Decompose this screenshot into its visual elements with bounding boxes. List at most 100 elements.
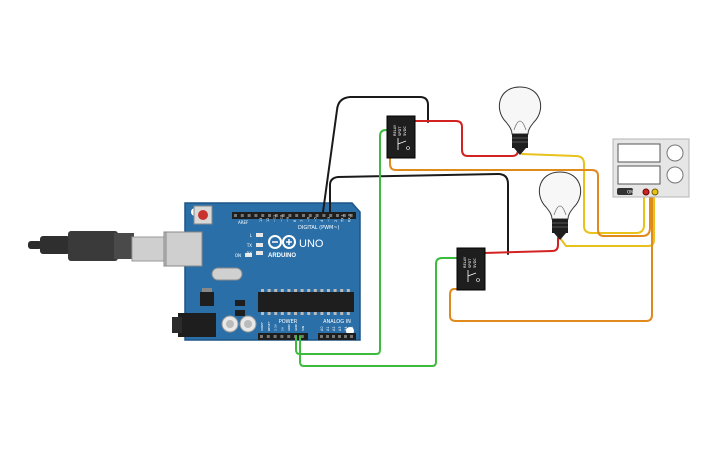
header-pin[interactable]: [268, 214, 271, 217]
chip-pin: [340, 312, 344, 315]
chip-pin: [327, 289, 330, 292]
header-pin[interactable]: [261, 214, 265, 217]
header-pin[interactable]: [315, 214, 319, 217]
digital-pin-label: RX 0: [347, 214, 351, 222]
wire-orange-relay2[interactable]: [449, 197, 653, 322]
header-pin[interactable]: [234, 214, 237, 217]
chip-pin: [261, 312, 264, 315]
header-pin[interactable]: [287, 335, 291, 338]
digital-pin-label: TX 1: [341, 214, 345, 223]
header-pin[interactable]: [240, 214, 244, 217]
chip-pin: [333, 312, 337, 315]
arduino-logo-text: ARDUINO: [268, 253, 296, 259]
psu-current-display: [617, 165, 661, 185]
wire-black-relay1[interactable]: [322, 96, 429, 213]
analog-pin-label: A3: [338, 327, 342, 331]
header-pin[interactable]: [280, 335, 284, 338]
chip-pin: [280, 289, 284, 292]
atmega-chip: [258, 292, 354, 312]
wire-red-relay2-bulb[interactable]: [483, 237, 559, 254]
label-l: L: [250, 233, 253, 238]
header-pin[interactable]: [332, 335, 335, 338]
analog-pin-label: A2: [332, 327, 336, 331]
wire-red-relay1-bulb[interactable]: [413, 120, 519, 157]
header-pin[interactable]: [260, 335, 263, 338]
header-pin[interactable]: [300, 335, 304, 338]
chip-pin: [294, 289, 297, 292]
header-pin[interactable]: [247, 214, 251, 217]
relay-label: 5VDC: [473, 257, 477, 268]
header-pin[interactable]: [274, 214, 278, 217]
chip-pin: [267, 312, 271, 315]
light-bulb-2[interactable]: [538, 171, 582, 240]
psu-current-knob[interactable]: [666, 166, 684, 184]
psu-terminal-positive[interactable]: [642, 188, 650, 196]
psu-voltage-display: [617, 143, 661, 163]
wire-orange-relay1[interactable]: [389, 157, 651, 237]
header-pin[interactable]: [338, 335, 341, 338]
chip-pin: [313, 289, 317, 292]
label-rx: RX: [246, 251, 252, 256]
header-pin[interactable]: [326, 335, 329, 338]
header-pin[interactable]: [329, 214, 333, 217]
power-pin-label: IOREF: [260, 322, 264, 331]
chip-pin: [300, 312, 304, 315]
power-label: POWER: [279, 319, 298, 325]
relay-label: RELAY: [463, 256, 467, 268]
header-pin[interactable]: [349, 214, 353, 217]
power-jack[interactable]: [178, 313, 216, 337]
chip-pin: [313, 312, 317, 315]
chip-pin: [287, 312, 291, 315]
digital-header[interactable]: [232, 212, 356, 219]
chip-pin: [346, 289, 350, 292]
psu-power-button[interactable]: [617, 188, 633, 195]
header-pin[interactable]: [254, 214, 258, 217]
psu-voltage-knob[interactable]: [666, 144, 684, 162]
header-pin[interactable]: [344, 335, 347, 338]
wire-green-relay1[interactable]: [295, 129, 393, 355]
header-pin[interactable]: [281, 214, 285, 217]
relay-label: 5VDC: [403, 125, 407, 136]
header-pin[interactable]: [336, 214, 339, 217]
digital-pin-label: ~5: [313, 217, 317, 222]
header-pin[interactable]: [320, 335, 323, 338]
chip-pin: [320, 312, 324, 315]
header-pin[interactable]: [273, 335, 277, 338]
board-model: UNO: [299, 238, 324, 250]
wire-black-relay2[interactable]: [329, 173, 509, 255]
analog-label: ANALOG IN: [323, 319, 351, 325]
digital-pin-label: 7: [300, 220, 304, 222]
psu-power-label: ON: [627, 190, 633, 195]
header-pin[interactable]: [266, 335, 270, 338]
power-pin-label: GND: [294, 323, 298, 331]
psu-terminal-negative[interactable]: [651, 188, 659, 196]
digital-pin-label: 12: [266, 218, 270, 222]
chip-pin: [307, 312, 311, 315]
header-pin[interactable]: [308, 214, 312, 217]
header-pin[interactable]: [350, 335, 353, 338]
digital-pin-label: ~9: [286, 217, 290, 222]
header-pin[interactable]: [288, 214, 292, 217]
header-pin[interactable]: [342, 214, 346, 217]
power-supply[interactable]: ON: [612, 138, 690, 198]
chip-pin: [267, 289, 271, 292]
wire-yellow-bulb1[interactable]: [521, 153, 645, 234]
label-tx: TX: [246, 243, 252, 248]
relay-label: SPDT: [398, 126, 402, 136]
relay-label: SPDT: [468, 258, 472, 268]
light-bulb-1[interactable]: [498, 86, 542, 155]
analog-pin-label: A0: [320, 327, 324, 331]
wire-green-relay2[interactable]: [299, 257, 461, 367]
chip-pin: [274, 312, 278, 315]
header-pin[interactable]: [302, 214, 305, 217]
chip-pin: [346, 312, 350, 315]
analog-pin-label: A1: [326, 327, 330, 331]
analog-header[interactable]: [318, 333, 356, 340]
header-pin[interactable]: [295, 214, 299, 217]
header-pin[interactable]: [322, 214, 326, 217]
chip-pin: [274, 289, 278, 292]
